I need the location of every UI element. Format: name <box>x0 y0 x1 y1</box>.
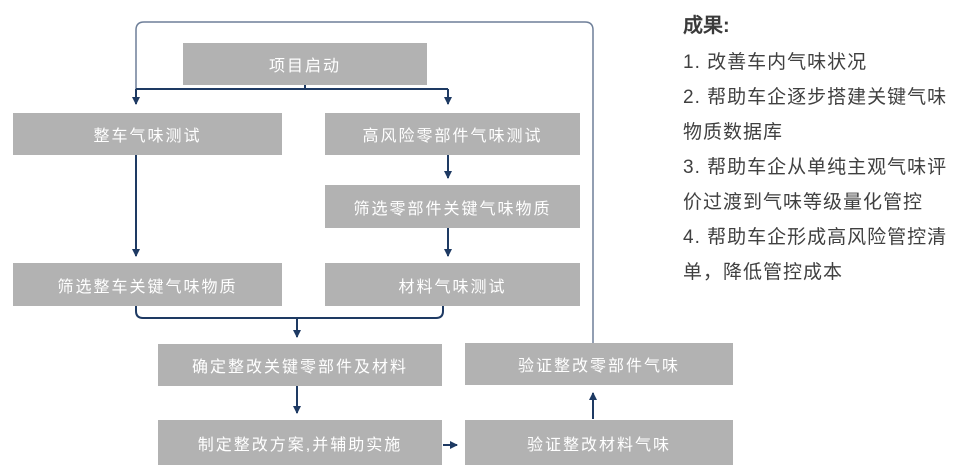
results-item-2: 2. 帮助车企逐步搭建关键气味物质数据库 <box>683 87 948 143</box>
flow-node-verify-rectified-material-odor: 验证整改材料气味 <box>465 420 733 465</box>
flow-node-screen-vehicle-key-odor-substances: 筛选整车关键气味物质 <box>13 263 282 306</box>
connector-merge-bracket <box>135 306 444 319</box>
results-item-1: 1. 改善车内气味状况 <box>683 52 868 73</box>
flow-node-start: 项目启动 <box>183 43 427 85</box>
results-panel: 成果: 1. 改善车内气味状况 2. 帮助车企逐步搭建关键气味物质数据库 3. … <box>683 10 953 290</box>
flow-node-material-odor-test: 材料气味测试 <box>325 263 580 306</box>
flow-node-verify-rectified-parts-odor: 验证整改零部件气味 <box>465 343 733 385</box>
flow-node-screen-parts-key-odor-substances: 筛选零部件关键气味物质 <box>325 185 580 228</box>
flow-node-vehicle-odor-test: 整车气味测试 <box>13 113 282 155</box>
flow-node-confirm-rectify-parts-materials: 确定整改关键零部件及材料 <box>158 344 442 386</box>
feedback-connector <box>135 21 594 343</box>
results-item-3: 3. 帮助车企从单纯主观气味评价过渡到气味等级量化管控 <box>683 157 948 213</box>
results-title: 成果: <box>683 15 730 37</box>
results-item-4: 4. 帮助车企形成高风险管控清单，降低管控成本 <box>683 227 948 283</box>
flow-node-high-risk-parts-odor-test: 高风险零部件气味测试 <box>325 113 580 155</box>
flow-node-make-rectify-plan-assist: 制定整改方案,并辅助实施 <box>158 420 442 465</box>
